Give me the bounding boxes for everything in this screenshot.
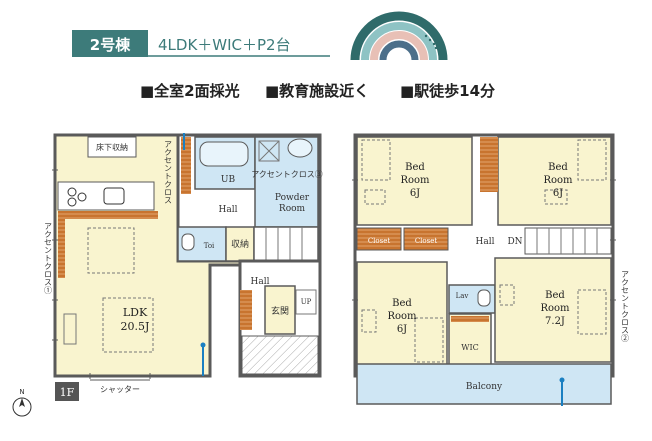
kitchen-sink bbox=[103, 187, 125, 205]
feature-2: ■教育施設近く bbox=[265, 82, 369, 100]
hall-top-label: Hall bbox=[219, 205, 238, 215]
shutter-label: シャッター bbox=[100, 385, 140, 394]
hall-mid-label: Hall bbox=[251, 277, 270, 287]
unit-badge-text: 2号棟 bbox=[90, 36, 131, 54]
bed-tl-l2: Room bbox=[400, 175, 430, 186]
toilet-fixture bbox=[181, 233, 195, 251]
toilet-label: Toi bbox=[204, 242, 215, 250]
bed-bl-l1: Bed bbox=[392, 298, 412, 309]
ub-label: UB bbox=[221, 175, 236, 185]
accent1-label: アクセントクロス① bbox=[44, 222, 53, 294]
accent-top-label: アクセントクロス bbox=[164, 140, 173, 204]
unit-badge bbox=[72, 30, 148, 57]
closet-1-label: Closet bbox=[368, 237, 391, 245]
ldk-size: 20.5J bbox=[121, 320, 150, 333]
ldk-label: LDK bbox=[123, 306, 148, 319]
balcony bbox=[356, 363, 612, 405]
washer-box bbox=[258, 140, 280, 162]
toilet-2f bbox=[477, 289, 491, 307]
bed-tr bbox=[577, 139, 607, 181]
small-stairs bbox=[295, 289, 317, 315]
floor-2: Bed Room 6J Bed Room 6J Closet Closet Ha… bbox=[352, 133, 630, 406]
wic-label: WIC bbox=[461, 343, 479, 352]
closet-tr bbox=[480, 137, 498, 192]
compass-icon: N bbox=[12, 388, 32, 417]
sink bbox=[287, 138, 313, 158]
left-accent-strip bbox=[58, 218, 65, 278]
closet-2 bbox=[403, 227, 449, 251]
storage-label: 収納 bbox=[231, 238, 249, 250]
bed-br bbox=[577, 289, 607, 335]
compass-north: N bbox=[19, 388, 24, 396]
bed-tl bbox=[361, 139, 391, 181]
stove-burner bbox=[67, 187, 77, 197]
entrance-floor bbox=[264, 285, 296, 335]
closet-2-label: Closet bbox=[415, 237, 438, 245]
lav-label: Lav bbox=[456, 292, 469, 300]
powder-label-1: Powder bbox=[275, 193, 310, 203]
accent-wood-strip bbox=[181, 137, 191, 194]
dn-label: DN bbox=[507, 237, 522, 247]
header: 2号棟 4LDK＋WIC＋P2台 ■全室2面採光 ■教育施設近く ■駅徒歩14分 bbox=[72, 11, 495, 100]
bedroom-top-right bbox=[497, 136, 612, 226]
feature-3: ■駅徒歩14分 bbox=[400, 82, 495, 100]
tv-stand bbox=[63, 313, 77, 345]
sofa bbox=[102, 297, 154, 353]
accent3-label: アクセントクロス③ bbox=[251, 170, 323, 179]
bed-br-l1: Bed bbox=[545, 290, 565, 301]
bed-tr-l3: 6J bbox=[553, 188, 563, 199]
closet-1 bbox=[356, 227, 402, 251]
balcony-label: Balcony bbox=[466, 382, 503, 392]
staircase-2f bbox=[524, 227, 612, 255]
bed-bl-l2: Room bbox=[387, 311, 417, 322]
bed-br-l2: Room bbox=[540, 303, 570, 314]
porch bbox=[241, 335, 319, 375]
up-small-label: UP bbox=[301, 298, 312, 306]
bed-br-l3: 7.2J bbox=[545, 316, 565, 327]
bed-tr-l1: Bed bbox=[548, 162, 568, 173]
bed-bl-l3: 6J bbox=[397, 324, 407, 335]
floor-label: 1F bbox=[60, 386, 75, 399]
floor-label-box bbox=[55, 382, 79, 401]
bedroom-top-left bbox=[356, 136, 473, 226]
window-marks bbox=[52, 169, 151, 379]
window-marks-2f bbox=[352, 179, 616, 301]
entrance-label: 玄関 bbox=[271, 305, 289, 317]
bed-bl bbox=[414, 317, 444, 363]
accent2-label: アクセントクロス② bbox=[621, 270, 630, 342]
bedroom-bottom-right bbox=[494, 257, 612, 363]
pantry-box bbox=[87, 136, 137, 158]
shoe-storage bbox=[240, 290, 252, 330]
dining-table bbox=[87, 227, 135, 274]
layout-title: 4LDK＋WIC＋P2台 bbox=[158, 36, 291, 54]
kitchen-accent-strip bbox=[58, 211, 158, 219]
powder-label-2: Room bbox=[279, 204, 306, 214]
rainbow-logo bbox=[350, 11, 448, 61]
bed-tl-l1: Bed bbox=[405, 162, 425, 173]
feature-1: ■全室2面採光 bbox=[140, 82, 240, 100]
bathtub bbox=[199, 141, 249, 167]
floor-1: UB アクセントクロス③ Powder Room Hall アクセントクロス T… bbox=[12, 133, 323, 417]
bed-tr-l2: Room bbox=[543, 175, 573, 186]
hall-2f-label: Hall bbox=[476, 237, 495, 247]
bed-tl-l3: 6J bbox=[410, 188, 420, 199]
pantry-label: 床下収納 bbox=[96, 142, 128, 152]
